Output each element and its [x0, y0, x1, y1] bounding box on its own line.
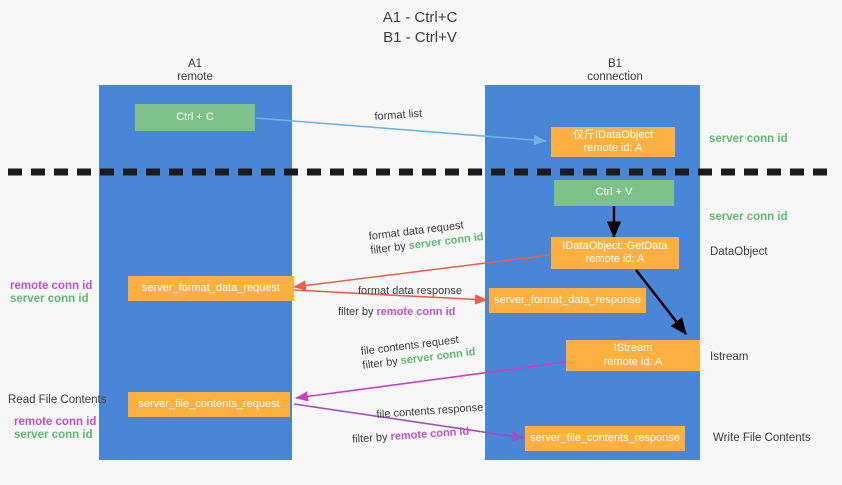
filter-prefix: filter by — [338, 306, 377, 318]
box-server-format-data-response-label: server_format_data_response — [494, 293, 641, 306]
box-ctrl-c-label: Ctrl + C — [176, 110, 214, 123]
box-ctrl-c[interactable]: Ctrl + C — [135, 104, 255, 131]
box-istream-line2: remote id: A — [603, 355, 663, 368]
box-server-format-data-response[interactable]: server_format_data_response — [489, 288, 646, 313]
box-ctrl-v-label: Ctrl + V — [595, 186, 633, 199]
note-right-dataobject: DataObject — [710, 246, 768, 258]
lane-a1-sub: remote — [177, 71, 213, 83]
box-getdata-line2: remote id: A — [585, 253, 645, 265]
note-right-server-conn-id-1: server conn id — [709, 133, 788, 145]
edge-label-file-contents-response: file contents response filter by remote … — [352, 401, 485, 446]
lane-b1-name: B1 — [607, 58, 623, 70]
filter-key-remote-conn-id: remote conn id — [376, 306, 456, 318]
note-left-read-file-contents: Read File Contents — [8, 394, 107, 406]
edge-label-format-data-response: format data response filter by remote co… — [338, 284, 462, 319]
box-clipboard-dataobject-line2: remote id: A — [583, 142, 643, 154]
edge-label-file-contents-response-text: file contents response — [376, 401, 484, 421]
note-left-server-conn-id-1: server conn id — [10, 293, 89, 305]
filter-prefix: filter by — [369, 240, 410, 257]
edge-label-format-list-text: format list — [374, 107, 423, 123]
note-right-server-conn-id-2: server conn id — [709, 211, 788, 223]
box-getdata-line1: IDataObject::GetData — [562, 239, 668, 252]
edge-label-format-data-response-text: format data response — [358, 285, 462, 297]
box-server-format-data-request-label: server_format_data_request — [141, 281, 281, 294]
box-clipboard-dataobject[interactable]: 仅斤IDataObject remote id: A — [551, 127, 675, 157]
box-server-file-contents-response[interactable]: server_file_contents_response — [525, 426, 685, 451]
note-left-server-conn-id-2: server conn id — [14, 429, 93, 441]
edge-label-format-list: format list — [374, 107, 423, 124]
box-clipboard-dataobject-line1: 仅斤IDataObject — [572, 128, 654, 141]
edge-label-format-data-request: format data request filter by server con… — [368, 216, 484, 258]
edge-label-file-contents-response-filter: filter by remote conn id — [352, 423, 486, 446]
note-left-remote-conn-id-1: remote conn id — [10, 280, 93, 292]
edge-label-file-contents-request: file contents request filter by server c… — [360, 331, 476, 373]
title-line-1: A1 - Ctrl+C — [382, 9, 458, 26]
box-getdata[interactable]: IDataObject::GetData remote id: A — [551, 237, 679, 269]
box-istream[interactable]: IStream remote id: A — [566, 340, 700, 371]
note-right-write-file-contents: Write File Contents — [713, 432, 811, 444]
lane-b1-sub: connection — [587, 71, 643, 83]
filter-key-remote-conn-id: remote conn id — [390, 425, 470, 444]
box-ctrl-v[interactable]: Ctrl + V — [554, 180, 674, 206]
edge-label-format-data-response-filter: filter by remote conn id — [338, 305, 462, 319]
box-server-file-contents-request-label: server_file_contents_request — [138, 397, 280, 410]
lane-header-a1: A1 remote — [120, 58, 270, 84]
note-left-remote-conn-id-2: remote conn id — [14, 416, 97, 428]
lane-a1-name: A1 — [187, 58, 203, 70]
lane-header-b1: B1 connection — [540, 58, 690, 84]
box-server-format-data-request[interactable]: server_format_data_request — [128, 276, 294, 301]
page-title: A1 - Ctrl+C B1 - Ctrl+V — [300, 8, 540, 48]
filter-prefix: filter by — [351, 431, 391, 446]
title-line-2: B1 - Ctrl+V — [383, 29, 457, 46]
box-istream-line1: IStream — [613, 342, 653, 354]
filter-prefix: filter by — [361, 355, 402, 372]
box-server-file-contents-request[interactable]: server_file_contents_request — [128, 392, 290, 417]
note-right-istream: Istream — [710, 351, 749, 363]
box-server-file-contents-response-label: server_file_contents_response — [530, 431, 680, 444]
